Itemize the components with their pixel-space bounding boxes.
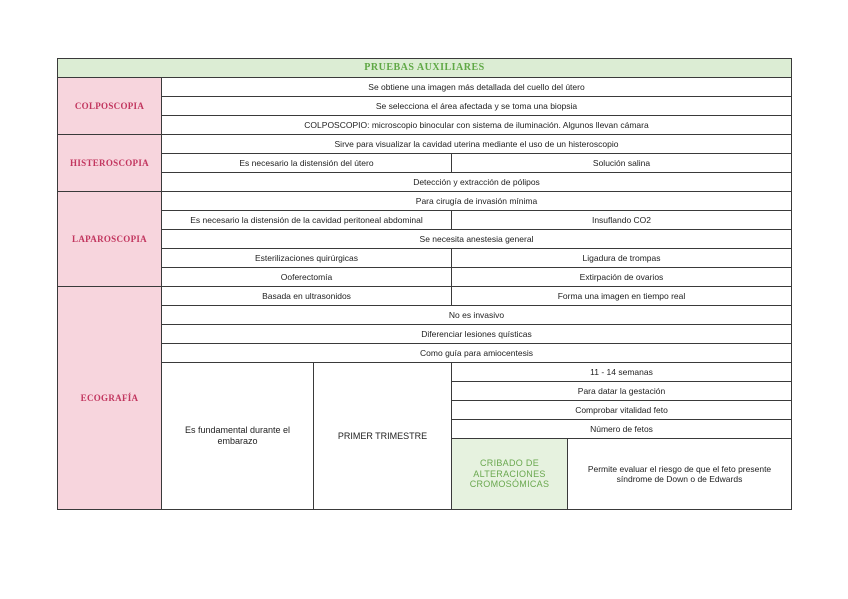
category-ecografia: ECOGRAFÍA: [57, 286, 162, 510]
ecografia-row-2: No es invasivo: [161, 305, 792, 325]
ecografia-cribado: CRIBADO DE ALTERACIONES CROMOSÓMICAS: [451, 438, 568, 510]
laparoscopia-row-4-left: Esterilizaciones quirúrgicas: [161, 248, 452, 268]
ecografia-riesgo: Permite evaluar el riesgo de que el feto…: [567, 438, 792, 510]
colposcopia-row-1: Se obtiene una imagen más detallada del …: [161, 77, 792, 97]
category-histeroscopia: HISTEROSCOPIA: [57, 134, 162, 192]
ecografia-row-1-left: Basada en ultrasonidos: [161, 286, 452, 306]
laparoscopia-row-4-right: Ligadura de trompas: [451, 248, 792, 268]
laparoscopia-row-2-right: Insuflando CO2: [451, 210, 792, 230]
laparoscopia-row-1: Para cirugía de invasión mínima: [161, 191, 792, 211]
colposcopia-row-2: Se selecciona el área afectada y se toma…: [161, 96, 792, 116]
histeroscopia-row-2-left: Es necesario la distensión del útero: [161, 153, 452, 173]
pruebas-auxiliares-table: PRUEBAS AUXILIARES COLPOSCOPIA Se obtien…: [57, 58, 792, 510]
table-title: PRUEBAS AUXILIARES: [57, 58, 792, 78]
laparoscopia-row-5-left: Ooferectomía: [161, 267, 452, 287]
ecografia-fetos: Número de fetos: [451, 419, 792, 439]
ecografia-row-3: Diferenciar lesiones quísticas: [161, 324, 792, 344]
laparoscopia-row-5-right: Extirpación de ovarios: [451, 267, 792, 287]
category-colposcopia: COLPOSCOPIA: [57, 77, 162, 135]
laparoscopia-row-3: Se necesita anestesia general: [161, 229, 792, 249]
category-laparoscopia: LAPAROSCOPIA: [57, 191, 162, 287]
histeroscopia-row-3: Detección y extracción de pólipos: [161, 172, 792, 192]
laparoscopia-row-2-left: Es necesario la distensión de la cavidad…: [161, 210, 452, 230]
histeroscopia-row-1: Sirve para visualizar la cavidad uterina…: [161, 134, 792, 154]
colposcopia-row-3: COLPOSCOPIO: microscopio binocular con s…: [161, 115, 792, 135]
ecografia-semanas: 11 - 14 semanas: [451, 362, 792, 382]
ecografia-row-1-right: Forma una imagen en tiempo real: [451, 286, 792, 306]
ecografia-primer-trimestre: PRIMER TRIMESTRE: [313, 362, 452, 510]
ecografia-datar: Para datar la gestación: [451, 381, 792, 401]
ecografia-fundamental: Es fundamental durante el embarazo: [161, 362, 314, 510]
ecografia-vitalidad: Comprobar vitalidad feto: [451, 400, 792, 420]
histeroscopia-row-2-right: Solución salina: [451, 153, 792, 173]
ecografia-row-4: Como guía para amiocentesis: [161, 343, 792, 363]
